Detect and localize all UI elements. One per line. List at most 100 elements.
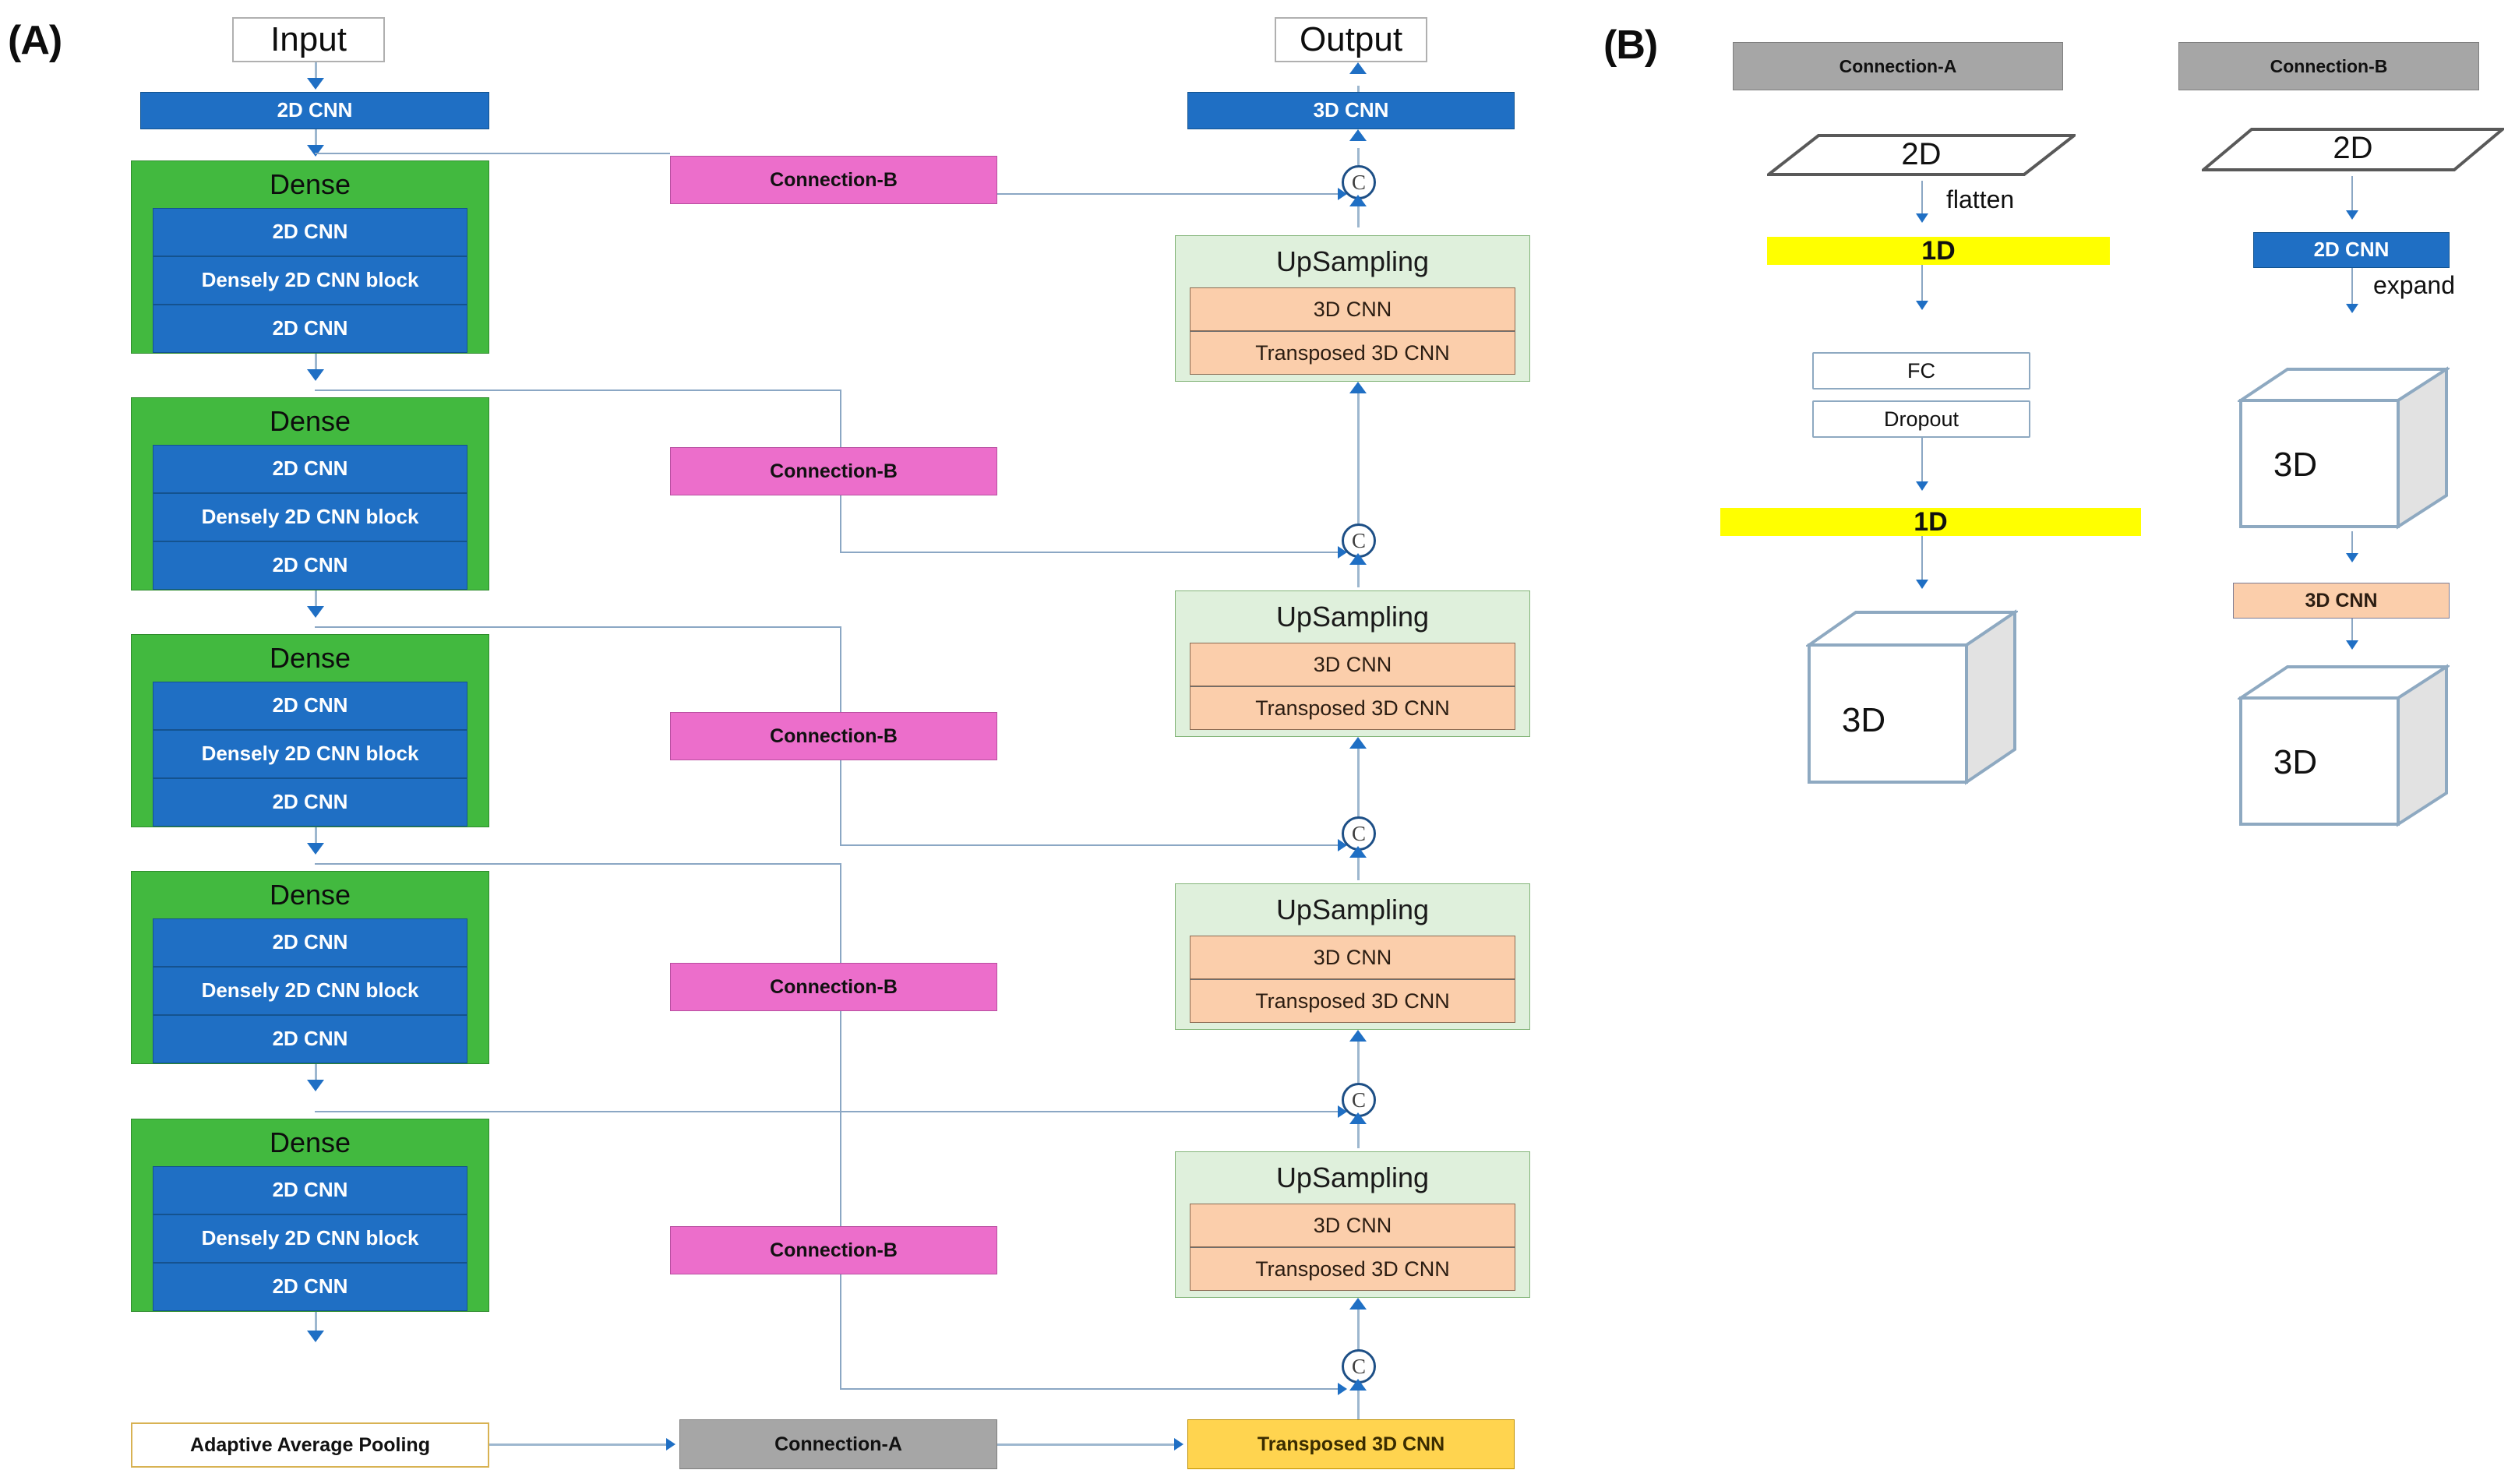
upsampling-block-3-layer-0: 3D CNN bbox=[1190, 936, 1515, 979]
arrow-a-1d-to-3d bbox=[1916, 580, 1928, 589]
dense-block-4-title: Dense bbox=[269, 879, 351, 911]
arrow-pooling-to-connectiona bbox=[666, 1438, 675, 1451]
edge-skip2-in-h bbox=[315, 390, 841, 391]
edge-b-conv-to-3d bbox=[2351, 268, 2353, 308]
dense-block-2-layers: 2D CNN Densely 2D CNN block 2D CNN bbox=[153, 445, 467, 590]
upsampling-block-1-layer-1: Transposed 3D CNN bbox=[1190, 331, 1515, 375]
panel-a-letter: (A) bbox=[8, 18, 62, 63]
adaptive-average-pooling: Adaptive Average Pooling bbox=[131, 1422, 489, 1468]
arrow-up4-to-concat4 bbox=[1349, 1112, 1367, 1124]
dense-block-3-layer-0: 2D CNN bbox=[153, 682, 467, 730]
arrow-b-expand bbox=[2346, 304, 2358, 313]
arrow-b-2d-to-conv bbox=[2346, 210, 2358, 220]
dense-block-4-layer-1: Densely 2D CNN block bbox=[153, 967, 467, 1015]
connection-a-box: Connection-A bbox=[679, 1419, 997, 1469]
dense-block-3-layers: 2D CNN Densely 2D CNN block 2D CNN bbox=[153, 682, 467, 827]
upsampling-block-3-layers: 3D CNN Transposed 3D CNN bbox=[1190, 936, 1515, 1023]
edge-skip2-out-h bbox=[840, 552, 1340, 553]
arrow-a-dropout-to-1d bbox=[1916, 481, 1928, 491]
concat-node-3-symbol: C bbox=[1351, 821, 1366, 845]
connection-a-2d-label: 2D bbox=[1901, 137, 1942, 171]
decoder-head-3dcnn: 3D CNN bbox=[1187, 92, 1515, 129]
input-node: Input bbox=[232, 17, 385, 62]
concat-node-1: C bbox=[1342, 165, 1376, 199]
arrow-connectiona-to-transposed bbox=[1174, 1438, 1183, 1451]
connection-a-3d-cube: 3D bbox=[1804, 609, 2020, 785]
arrow-b-3d1-to-conv3d bbox=[2346, 553, 2358, 562]
edge-skip3-in-h bbox=[315, 626, 841, 628]
arrow-dense2-to-dense3 bbox=[307, 606, 324, 618]
arrow-stem-to-dense1 bbox=[307, 145, 324, 157]
edge-b-conv3d-to-3d2 bbox=[2351, 619, 2353, 645]
connection-b-2dcnn: 2D CNN bbox=[2253, 232, 2450, 268]
dense-block-1-title: Dense bbox=[269, 168, 351, 200]
edge-b-3d1-to-conv3d bbox=[2351, 531, 2353, 558]
arrow-transposed-to-concat5 bbox=[1349, 1379, 1367, 1391]
edge-skip5-in-v bbox=[840, 1111, 841, 1226]
edge-a-1d-to-fc bbox=[1921, 265, 1923, 305]
edge-dense5-to-pooling bbox=[315, 1312, 317, 1332]
edge-skip3-in-v bbox=[840, 626, 841, 712]
connection-a-3d-label: 3D bbox=[1841, 701, 1886, 739]
edge-up2-to-concat2 bbox=[1357, 558, 1360, 587]
edge-connectiona-to-transposed bbox=[997, 1443, 1176, 1446]
dense-block-5-layers: 2D CNN Densely 2D CNN block 2D CNN bbox=[153, 1166, 467, 1311]
edge-a-dropout-to-1d bbox=[1921, 438, 1923, 486]
connection-a-header: Connection-A bbox=[1733, 42, 2063, 90]
upsampling-block-1-layers: 3D CNN Transposed 3D CNN bbox=[1190, 287, 1515, 375]
edge-skip1-in bbox=[315, 153, 670, 154]
upsampling-block-1-layer-0: 3D CNN bbox=[1190, 287, 1515, 331]
connection-b-2d-plane: 2D bbox=[2199, 128, 2507, 173]
edge-concat3-to-up2 bbox=[1357, 749, 1360, 847]
upsampling-block-4-layer-1: Transposed 3D CNN bbox=[1190, 1247, 1515, 1291]
edge-skip5-in-h bbox=[315, 1111, 841, 1112]
edge-up3-to-concat3 bbox=[1357, 851, 1360, 880]
edge-skip3-out-v bbox=[840, 760, 841, 846]
edge-up4-to-concat4 bbox=[1357, 1117, 1360, 1148]
arrow-dense4-to-dense5 bbox=[307, 1080, 324, 1091]
connection-a-1d-bar-2: 1D bbox=[1720, 507, 2141, 537]
connection-b-3dcnn: 3D CNN bbox=[2233, 583, 2450, 619]
dense-block-2: Dense 2D CNN Densely 2D CNN block 2D CNN bbox=[131, 397, 489, 590]
arrow-head-to-output bbox=[1349, 62, 1367, 74]
edge-skip4-out-h bbox=[840, 1111, 1340, 1112]
edge-skip2-out-v bbox=[840, 495, 841, 553]
arrow-input-to-stem bbox=[307, 78, 324, 90]
connection-b-box-4: Connection-B bbox=[670, 963, 997, 1011]
dense-block-2-layer-0: 2D CNN bbox=[153, 445, 467, 493]
dense-block-4-layers: 2D CNN Densely 2D CNN block 2D CNN bbox=[153, 918, 467, 1063]
edge-pooling-to-connectiona bbox=[489, 1443, 668, 1446]
connection-a-fc: FC bbox=[1812, 352, 2030, 390]
arrow-a-flatten bbox=[1916, 213, 1928, 223]
connection-b-3d-label-2: 3D bbox=[2273, 743, 2318, 781]
dense-block-5-layer-2: 2D CNN bbox=[153, 1263, 467, 1311]
edge-skip5-out-h bbox=[840, 1388, 1340, 1390]
upsampling-block-2-layer-1: Transposed 3D CNN bbox=[1190, 686, 1515, 730]
concat-node-5-symbol: C bbox=[1351, 1354, 1366, 1378]
dense-block-3-title: Dense bbox=[269, 642, 351, 674]
edge-skip4-out-v bbox=[840, 1011, 841, 1112]
upsampling-block-2: UpSampling 3D CNN Transposed 3D CNN bbox=[1175, 590, 1530, 737]
connection-b-box-1: Connection-B bbox=[670, 156, 997, 204]
connection-b-box-3: Connection-B bbox=[670, 712, 997, 760]
edge-dense4-to-dense5 bbox=[315, 1064, 317, 1081]
upsampling-block-3-layer-1: Transposed 3D CNN bbox=[1190, 979, 1515, 1023]
dense-block-1-layers: 2D CNN Densely 2D CNN block 2D CNN bbox=[153, 208, 467, 353]
connection-b-expand-label: expand bbox=[2373, 271, 2455, 299]
edge-stem-to-dense1 bbox=[315, 129, 317, 146]
arrow-up3-to-concat3 bbox=[1349, 846, 1367, 858]
edge-input-to-stem bbox=[315, 62, 317, 79]
dense-block-3: Dense 2D CNN Densely 2D CNN block 2D CNN bbox=[131, 634, 489, 827]
dense-block-5: Dense 2D CNN Densely 2D CNN block 2D CNN bbox=[131, 1119, 489, 1312]
upsampling-block-2-title: UpSampling bbox=[1275, 601, 1430, 633]
upsampling-block-4-layer-0: 3D CNN bbox=[1190, 1204, 1515, 1247]
dense-block-4-layer-2: 2D CNN bbox=[153, 1015, 467, 1063]
dense-block-1-layer-0: 2D CNN bbox=[153, 208, 467, 256]
dense-block-4-layer-0: 2D CNN bbox=[153, 918, 467, 967]
arrow-dense1-to-dense2 bbox=[307, 369, 324, 381]
arrow-concat5-to-up4 bbox=[1349, 1298, 1367, 1310]
decoder-bottom-transposed-3dcnn: Transposed 3D CNN bbox=[1187, 1419, 1515, 1469]
dense-block-2-layer-2: 2D CNN bbox=[153, 541, 467, 590]
dense-block-2-title: Dense bbox=[269, 405, 351, 437]
dense-block-5-layer-0: 2D CNN bbox=[153, 1166, 467, 1214]
